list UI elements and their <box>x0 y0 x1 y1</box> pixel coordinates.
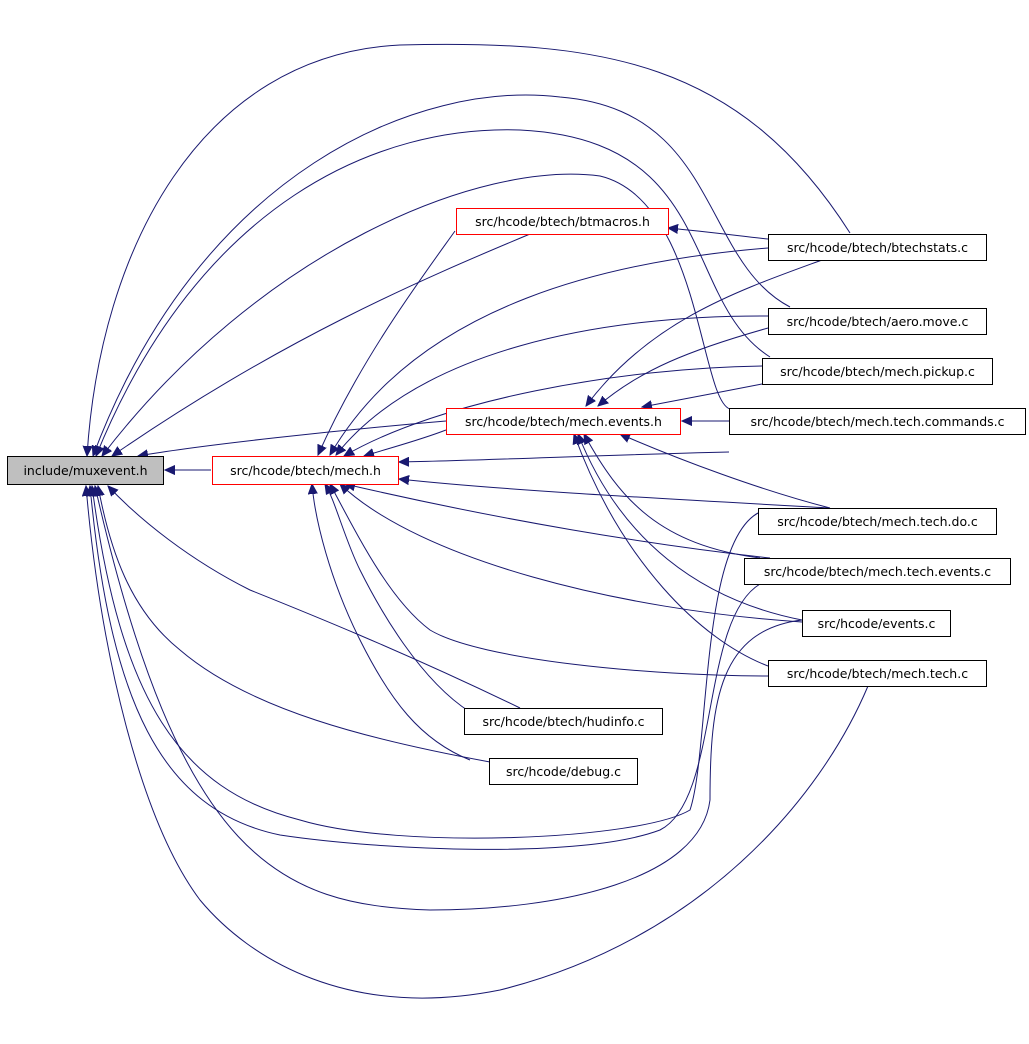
node-box <box>456 208 669 235</box>
node-box <box>446 408 681 435</box>
node-hudinfo[interactable]: src/hcode/btech/hudinfo.c <box>464 708 663 735</box>
node-box <box>802 610 951 637</box>
edge-events-c-to-muxevent <box>95 486 803 911</box>
edge-events-c-to-mech-h <box>340 484 803 623</box>
node-btmacros[interactable]: src/hcode/btech/btmacros.h <box>456 208 669 235</box>
node-box <box>758 508 997 535</box>
node-box <box>212 456 399 485</box>
node-mech-events-h[interactable]: src/hcode/btech/mech.events.h <box>446 408 681 435</box>
edge-mech-tech-do-to-mech-h <box>399 479 831 509</box>
node-label: src/hcode/btech/btmacros.h <box>475 214 650 229</box>
edge-mech-tech-commands-to-mech-h <box>399 451 730 462</box>
edge-btechstats-to-mech-events-h <box>586 259 823 406</box>
node-box <box>489 758 638 785</box>
node-label: src/hcode/btech/mech.pickup.c <box>780 364 975 379</box>
edge-hudinfo-to-mech-h <box>325 484 471 713</box>
edge-mech-pickup-to-mech-h <box>344 365 763 456</box>
node-box <box>768 308 987 335</box>
node-label: src/hcode/btech/mech.h <box>230 463 381 478</box>
edge-aero-move-to-mech-events-h <box>598 327 769 406</box>
node-label: src/hcode/btech/mech.events.h <box>465 414 662 429</box>
node-mech-h[interactable]: src/hcode/btech/mech.h <box>212 456 399 485</box>
node-label: src/hcode/btech/mech.tech.commands.c <box>750 414 1004 429</box>
node-mech-tech-commands[interactable]: src/hcode/btech/mech.tech.commands.c <box>729 408 1026 435</box>
edge-aero-move-to-mech-h <box>336 315 769 455</box>
node-label: include/muxevent.h <box>23 463 147 478</box>
node-box <box>464 708 663 735</box>
edge-mech-tech-events-to-mech-h <box>345 484 771 559</box>
edge-btechstats-to-muxevent <box>87 43 851 456</box>
edge-mech-events-h-to-muxevent <box>138 420 447 456</box>
edge-hudinfo-to-muxevent <box>108 486 521 709</box>
edge-mech-tech-events-to-muxevent <box>90 486 761 850</box>
node-label: src/hcode/debug.c <box>506 764 621 779</box>
edge-mech-tech-do-to-mech-events-h <box>620 434 831 509</box>
nodes-layer: include/muxevent.h src/hcode/btech/mech.h… <box>7 208 1026 785</box>
edge-btechstats-to-mech-h <box>330 247 769 455</box>
node-box <box>729 408 1026 435</box>
node-box <box>768 660 987 687</box>
node-box <box>762 358 993 385</box>
node-mech-tech-events[interactable]: src/hcode/btech/mech.tech.events.c <box>744 558 1011 585</box>
node-events-c[interactable]: src/hcode/events.c <box>802 610 951 637</box>
edge-mech-events-h-to-mech-h <box>364 429 447 456</box>
node-aero-move[interactable]: src/hcode/btech/aero.move.c <box>768 308 987 335</box>
edge-mech-tech-do-to-muxevent <box>92 486 761 839</box>
edge-mech-pickup-to-mech-events-h <box>642 383 763 407</box>
node-label: src/hcode/btech/btechstats.c <box>787 240 968 255</box>
edge-mech-tech-commands-to-muxevent <box>102 173 731 456</box>
edge-debug-c-to-mech-h <box>312 484 471 761</box>
node-label: src/hcode/btech/mech.tech.c <box>787 666 968 681</box>
edge-events-c-to-mech-events-h <box>578 434 803 621</box>
node-label: src/hcode/btech/mech.tech.events.c <box>764 564 991 579</box>
edge-mech-tech-c-to-muxevent <box>86 486 869 999</box>
edge-btmacros-to-muxevent <box>112 233 531 456</box>
node-mech-tech-do[interactable]: src/hcode/btech/mech.tech.do.c <box>758 508 997 535</box>
edge-mech-tech-events-to-mech-events-h <box>584 434 761 559</box>
node-muxevent[interactable]: include/muxevent.h <box>7 456 164 485</box>
edge-btechstats-to-btmacros <box>668 228 769 240</box>
node-btechstats[interactable]: src/hcode/btech/btechstats.c <box>768 234 987 261</box>
node-box <box>744 558 1011 585</box>
edge-aero-move-to-muxevent <box>93 94 791 456</box>
node-box <box>7 456 164 485</box>
node-debug-c[interactable]: src/hcode/debug.c <box>489 758 638 785</box>
edge-mech-tech-c-to-mech-h <box>330 484 769 677</box>
node-label: src/hcode/btech/mech.tech.do.c <box>777 514 978 529</box>
node-mech-tech-c[interactable]: src/hcode/btech/mech.tech.c <box>768 660 987 687</box>
edge-mech-tech-c-to-mech-events-h <box>574 434 769 667</box>
edge-mech-pickup-to-muxevent <box>96 129 771 456</box>
node-label: src/hcode/btech/aero.move.c <box>787 314 969 329</box>
node-box <box>768 234 987 261</box>
edge-debug-c-to-muxevent <box>98 486 491 763</box>
edge-btmacros-to-mech-h <box>318 230 456 455</box>
edges-layer <box>86 43 869 999</box>
node-mech-pickup[interactable]: src/hcode/btech/mech.pickup.c <box>762 358 993 385</box>
node-label: src/hcode/btech/hudinfo.c <box>482 714 644 729</box>
node-label: src/hcode/events.c <box>818 616 936 631</box>
